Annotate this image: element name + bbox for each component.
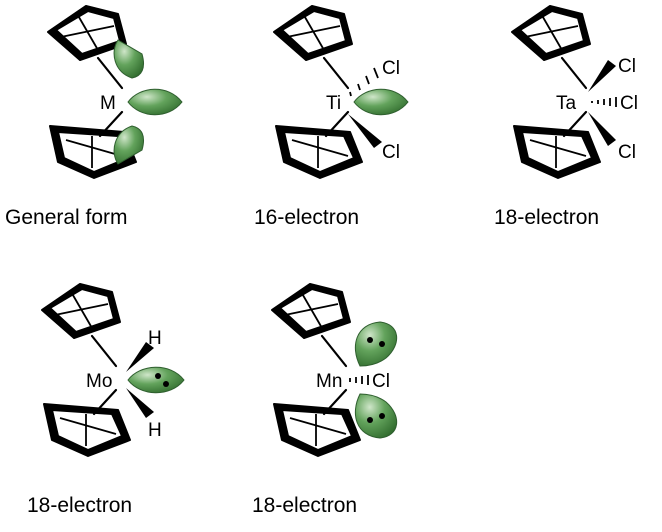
cyclopentadienyl-rings [510, 4, 602, 180]
lone-pair-electron [163, 381, 169, 387]
cyclopentadienyl-rings [270, 282, 362, 458]
hashed-bond-middle [349, 375, 369, 385]
lone-pair-electron [367, 337, 373, 343]
ligand-label-top: Cl [382, 58, 400, 79]
wedge-bond-upper [126, 342, 154, 372]
structure-molybdenocene: Mo H H [40, 282, 185, 458]
caption-general-form: General form [5, 206, 128, 229]
lone-pair-electron [367, 417, 373, 423]
wedge-bond-upper [588, 60, 616, 92]
ligand-label: Cl [372, 371, 390, 392]
wedge-bond-lower [348, 114, 382, 148]
orbital-lobe-middle [127, 88, 183, 116]
caption-manganocene: 18-electron [252, 494, 357, 517]
ligand-label-bottom: H [148, 420, 162, 441]
wedge-bond-lower [588, 112, 616, 146]
wedge-bond-lower [126, 388, 154, 418]
cyclopentadienyl-rings [40, 282, 132, 458]
lone-pair-electron [379, 341, 385, 347]
hashed-bond-upper [349, 67, 379, 97]
lone-pair-electron [379, 413, 385, 419]
metal-label: Ta [556, 93, 577, 114]
orbital-lobe [127, 366, 185, 394]
structure-general-form: M [46, 4, 183, 180]
orbital-lobe [353, 88, 409, 116]
metal-label: Ti [326, 93, 341, 114]
caption-molybdenocene: 18-electron [27, 494, 132, 517]
ligand-label-bottom: Cl [382, 142, 400, 163]
lone-pair-electron [155, 373, 161, 379]
caption-titanocene: 16-electron [254, 206, 359, 229]
orbital-lobe-top [354, 321, 397, 367]
cyclopentadienyl-rings [272, 4, 364, 180]
ligand-label-top: H [148, 328, 162, 349]
metal-label: Mn [316, 371, 342, 392]
caption-tantalocene: 18-electron [494, 206, 599, 229]
ligand-label-bottom: Cl [618, 142, 636, 163]
orbital-lobe-bottom [354, 393, 397, 439]
metal-label: Mo [86, 371, 112, 392]
ligand-label-middle: Cl [620, 93, 638, 114]
orbital-lobe-top [113, 39, 145, 79]
structure-manganocene: Mn Cl [270, 282, 397, 458]
hashed-bond-middle [591, 97, 617, 107]
ligand-label-top: Cl [618, 56, 636, 77]
structure-titanocene: Ti Cl Cl [272, 4, 409, 180]
structure-tantalocene: Ta Cl Cl Cl [510, 4, 638, 180]
metal-label: M [100, 93, 116, 114]
orbital-lobe-bottom [113, 125, 145, 165]
